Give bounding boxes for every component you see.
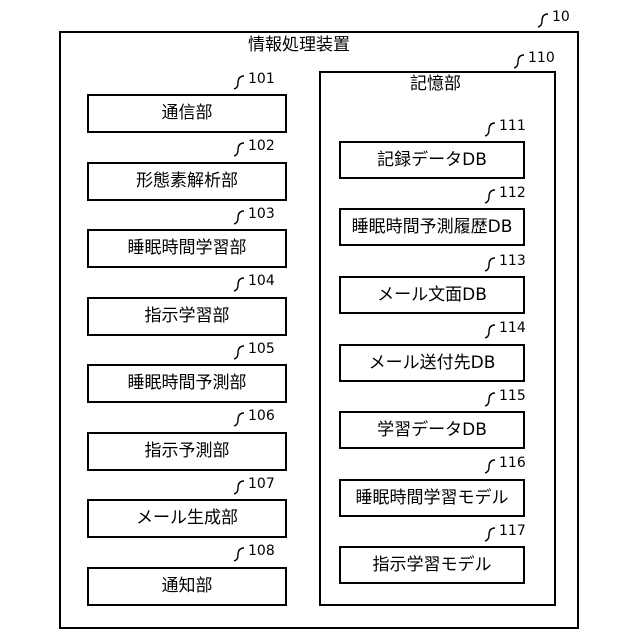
- module-box-instruction-learning: 指示学習部: [87, 297, 287, 336]
- storage-title: 記憶部: [410, 76, 461, 93]
- db-box-sleep-time-model: 睡眠時間学習モデル: [339, 479, 525, 517]
- device-title: 情報処理装置: [248, 37, 350, 54]
- module-box-notification: 通知部: [87, 567, 287, 606]
- module-box-sleep-time-prediction: 睡眠時間予測部: [87, 364, 287, 403]
- db-label: メール文面DB: [377, 287, 487, 304]
- db-box-instruction-model: 指示学習モデル: [339, 546, 525, 584]
- module-ref-label: 105: [248, 342, 275, 356]
- module-ref-label: 104: [248, 274, 275, 288]
- db-ref-label: 113: [499, 254, 526, 268]
- module-label: 睡眠時間学習部: [128, 240, 247, 257]
- module-box-mail-generation: メール生成部: [87, 499, 287, 538]
- module-ref-label: 106: [248, 409, 275, 423]
- db-box-mail-recipient: メール送付先DB: [339, 344, 525, 382]
- storage-ref-label: 110: [528, 51, 555, 65]
- module-ref-label: 108: [248, 544, 275, 558]
- db-box-sleep-prediction-history: 睡眠時間予測履歴DB: [339, 208, 525, 246]
- db-label: 記録データDB: [377, 152, 487, 169]
- module-ref-label: 103: [248, 207, 275, 221]
- module-label: 形態素解析部: [136, 173, 238, 190]
- db-box-mail-text: メール文面DB: [339, 276, 525, 314]
- module-label: 通信部: [162, 105, 213, 122]
- leader-hook: [538, 14, 548, 27]
- module-box-communication: 通信部: [87, 94, 287, 133]
- db-label: メール送付先DB: [369, 355, 496, 372]
- db-ref-label: 111: [499, 119, 526, 133]
- module-label: 指示予測部: [145, 443, 230, 460]
- module-ref-label: 102: [248, 139, 275, 153]
- module-label: 通知部: [162, 578, 213, 595]
- device-ref-label: 10: [552, 10, 570, 24]
- db-ref-label: 115: [499, 389, 526, 403]
- module-label: メール生成部: [136, 510, 238, 527]
- db-label: 指示学習モデル: [373, 557, 492, 574]
- db-ref-label: 114: [499, 321, 526, 335]
- db-label: 睡眠時間予測履歴DB: [352, 219, 513, 236]
- module-box-morphological-analysis: 形態素解析部: [87, 162, 287, 201]
- module-box-instruction-prediction: 指示予測部: [87, 432, 287, 471]
- module-ref-label: 101: [248, 72, 275, 86]
- module-label: 睡眠時間予測部: [128, 375, 247, 392]
- module-ref-label: 107: [248, 477, 275, 491]
- db-box-learning-data: 学習データDB: [339, 411, 525, 449]
- module-label: 指示学習部: [145, 308, 230, 325]
- db-label: 睡眠時間学習モデル: [356, 490, 509, 507]
- db-ref-label: 112: [499, 186, 526, 200]
- db-box-recorded-data: 記録データDB: [339, 141, 525, 179]
- module-box-sleep-time-learning: 睡眠時間学習部: [87, 229, 287, 268]
- db-ref-label: 116: [499, 456, 526, 470]
- db-ref-label: 117: [499, 524, 526, 538]
- db-label: 学習データDB: [377, 422, 487, 439]
